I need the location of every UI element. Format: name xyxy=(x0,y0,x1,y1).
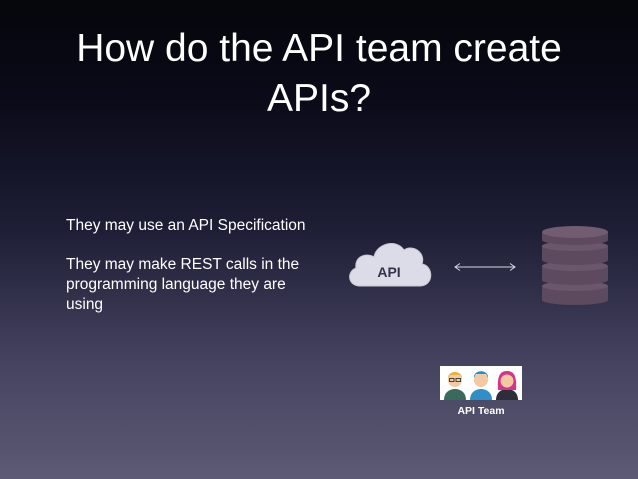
double-arrow-icon xyxy=(454,263,516,271)
database-icon xyxy=(542,226,608,305)
slide-title: How do the API team create APIs? xyxy=(76,27,562,120)
bullet-rest-calls: They may make REST calls in the programm… xyxy=(66,256,300,313)
bullet-api-specification: They may use an API Specification xyxy=(66,217,306,234)
bullet-list: They may use an API Specification They m… xyxy=(66,216,316,334)
team-label: API Team xyxy=(457,405,505,417)
team-people-icon xyxy=(440,366,522,400)
cloud-label: API xyxy=(377,264,401,280)
cloud-icon xyxy=(349,243,432,287)
